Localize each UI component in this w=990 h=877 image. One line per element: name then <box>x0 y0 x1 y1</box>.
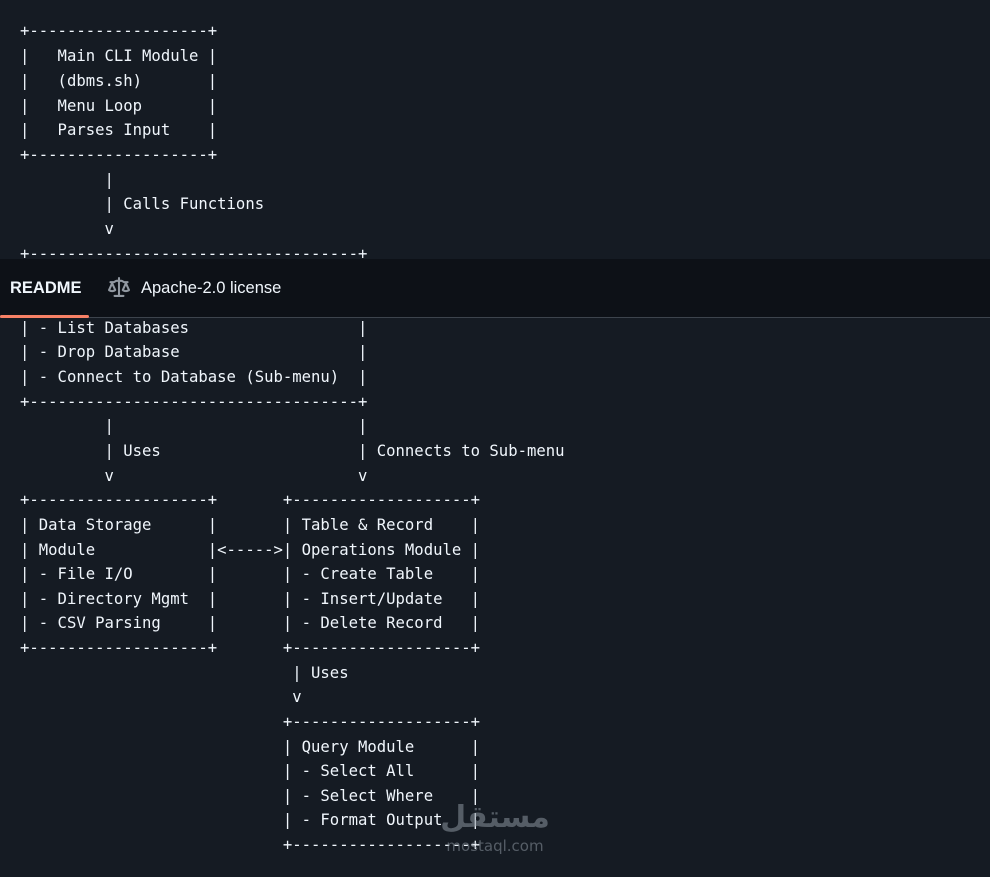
code-line: | - CSV Parsing | | - Delete Record | <box>20 614 481 632</box>
code-line: | Calls Functions <box>20 195 265 213</box>
law-scale-icon <box>108 277 130 299</box>
code-line: +-------------------+ +-----------------… <box>20 491 481 509</box>
code-line: +-------------------+ <box>20 22 218 40</box>
code-line: | Main CLI Module | <box>20 47 218 65</box>
watermark-latin-text: mostaql.com <box>446 837 544 855</box>
code-line: | Module |<----->| Operations Module | <box>20 541 481 559</box>
code-line: | (dbms.sh) | <box>20 72 218 90</box>
tab-active-indicator <box>0 315 89 318</box>
code-line: | - Select All | <box>20 762 481 780</box>
code-line: | Menu Loop | <box>20 97 218 115</box>
code-line: | Data Storage | | Table & Record | <box>20 516 481 534</box>
code-line: | - Connect to Database (Sub-menu) | <box>20 368 368 386</box>
code-line: v <box>20 220 114 238</box>
code-line: +-------------------+ +-----------------… <box>20 639 481 657</box>
tab-license[interactable]: Apache-2.0 license <box>108 259 281 317</box>
code-line: | | <box>20 417 368 435</box>
watermark-arabic-text: مستقل <box>440 800 550 835</box>
code-line: +-----------------------------------+ <box>20 245 368 263</box>
code-line: | Parses Input | <box>20 121 218 139</box>
tab-license-label: Apache-2.0 license <box>141 278 282 297</box>
tab-readme[interactable]: README <box>10 259 82 317</box>
code-line: | - Format Output | <box>20 811 481 829</box>
code-line: | Uses <box>20 664 349 682</box>
mostaql-watermark: مستقل mostaql.com <box>434 798 556 860</box>
code-line: v <box>20 688 302 706</box>
readme-tab-bar: README Apache-2.0 license <box>0 259 990 318</box>
code-line: | - Drop Database | <box>20 343 368 361</box>
code-line: | <box>20 171 114 189</box>
code-line: | - Select Where | <box>20 787 481 805</box>
code-line: | - File I/O | | - Create Table | <box>20 565 481 583</box>
code-line: +-----------------------------------+ <box>20 393 368 411</box>
code-line: | - List Databases | <box>20 319 368 337</box>
code-line: | - Directory Mgmt | | - Insert/Update | <box>20 590 481 608</box>
code-line: +-------------------+ <box>20 836 481 854</box>
code-line: v v <box>20 467 368 485</box>
tab-readme-label: README <box>10 278 82 297</box>
code-line: | Uses | Connects to Sub-menu <box>20 442 565 460</box>
code-line: +-------------------+ <box>20 713 481 731</box>
code-line: | Query Module | <box>20 738 481 756</box>
code-line: +-------------------+ <box>20 146 218 164</box>
